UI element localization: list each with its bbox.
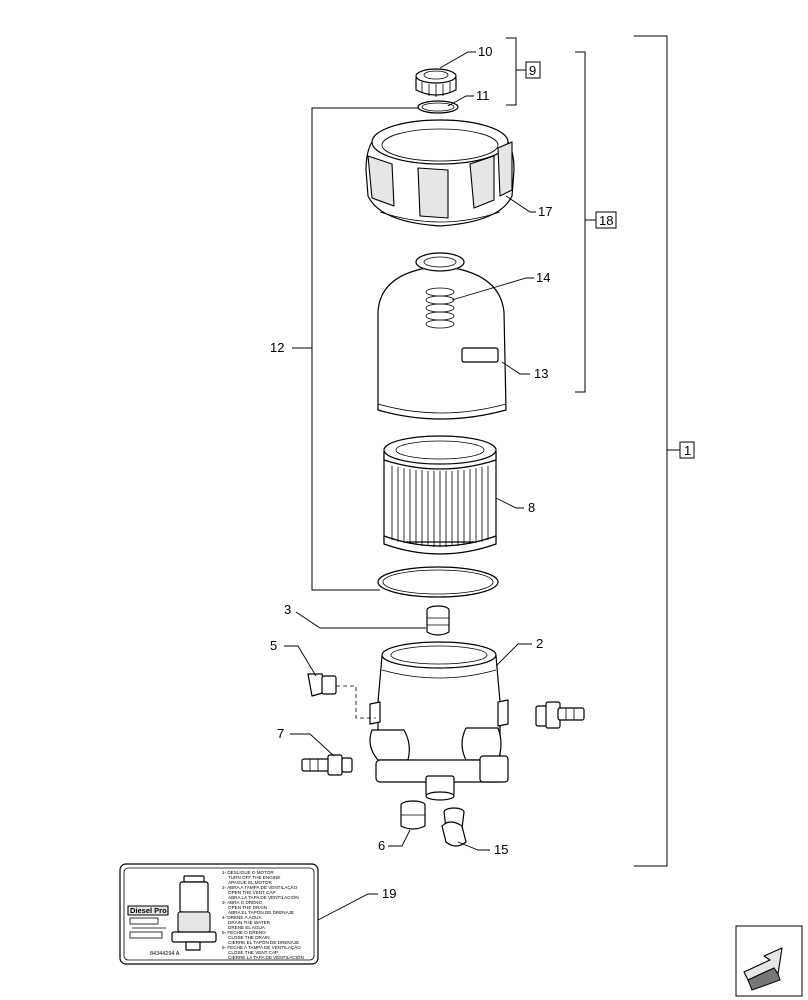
callout-2: 2 bbox=[536, 636, 543, 651]
callout-19: 19 bbox=[382, 886, 396, 901]
callout-5: 5 bbox=[270, 638, 277, 653]
boxed-callout-1: 1 bbox=[679, 441, 695, 459]
spring-part-14 bbox=[425, 287, 455, 329]
valve-part-3 bbox=[426, 605, 450, 636]
svg-text:TURN OFF THE ENGINE: TURN OFF THE ENGINE bbox=[228, 875, 281, 880]
svg-text:APAGUE EL MOTOR: APAGUE EL MOTOR bbox=[228, 880, 273, 885]
callout-10: 10 bbox=[478, 44, 492, 59]
callout-11: 11 bbox=[476, 88, 490, 103]
plug-part-5 bbox=[307, 673, 376, 719]
svg-text:OPEN THE DRAIN: OPEN THE DRAIN bbox=[228, 905, 267, 910]
callout-15: 15 bbox=[494, 842, 508, 857]
callout-13: 13 bbox=[534, 366, 548, 381]
right-fitting bbox=[535, 701, 585, 729]
callout-6: 6 bbox=[378, 838, 385, 853]
filter-bowl-part-13 bbox=[377, 252, 507, 420]
callout-numbers: 10 11 17 14 13 8 12 3 2 5 7 6 15 19 bbox=[270, 44, 552, 901]
decal-instructions: 1- DESLIGUE O MOTOR TURN OFF THE ENGINE … bbox=[222, 870, 304, 960]
svg-text:6- FECHE A TAMPA DE VENTILAÇÃ: 6- FECHE A TAMPA DE VENTILAÇÃO bbox=[222, 944, 301, 950]
large-o-ring bbox=[377, 566, 499, 598]
callout-17: 17 bbox=[538, 204, 552, 219]
svg-text:CLOSE THE DRAIN: CLOSE THE DRAIN bbox=[228, 935, 270, 940]
vent-cap-part-10 bbox=[415, 68, 457, 97]
svg-text:1- DESLIGUE O MOTOR: 1- DESLIGUE O MOTOR bbox=[222, 870, 274, 875]
callout-7: 7 bbox=[277, 726, 284, 741]
fitting-part-7 bbox=[301, 754, 353, 776]
svg-text:ABRA EL TAPÓN DE DRENAJE: ABRA EL TAPÓN DE DRENAJE bbox=[228, 909, 294, 915]
svg-text:5- FECHE O DRENO: 5- FECHE O DRENO bbox=[222, 930, 266, 935]
svg-text:4- DRENE A ÁGUA: 4- DRENE A ÁGUA bbox=[222, 914, 263, 920]
pleats bbox=[391, 466, 489, 547]
callout-14: 14 bbox=[536, 270, 550, 285]
filter-element-part-8 bbox=[383, 435, 497, 555]
callout-12: 12 bbox=[270, 340, 284, 355]
group-bracket-1 bbox=[634, 35, 680, 867]
leader-lines bbox=[284, 51, 536, 921]
collar-ring-part-17 bbox=[365, 119, 515, 227]
svg-text:DRENE EL AGUA: DRENE EL AGUA bbox=[228, 925, 266, 930]
group-bracket-12 bbox=[292, 107, 418, 591]
svg-text:CLOSE THE VENT CAP: CLOSE THE VENT CAP bbox=[228, 950, 278, 955]
svg-text:DRAIN THE WATER: DRAIN THE WATER bbox=[228, 920, 271, 925]
callout-3: 3 bbox=[284, 602, 291, 617]
svg-text:1: 1 bbox=[684, 443, 691, 458]
group-bracket-9 bbox=[506, 37, 526, 106]
o-ring-part-11 bbox=[417, 100, 459, 114]
group-bracket-18 bbox=[575, 51, 596, 393]
decal-filter-illustration bbox=[171, 875, 217, 951]
boxed-callout-18: 18 bbox=[595, 211, 617, 229]
svg-text:CIERRE LA TAPA DE VENTILACIÓN: CIERRE LA TAPA DE VENTILACIÓN bbox=[228, 954, 304, 960]
decal-brand-box bbox=[127, 905, 169, 916]
svg-text:CIERRE EL TAPÓN DE DRENAJE: CIERRE EL TAPÓN DE DRENAJE bbox=[228, 939, 299, 945]
label-decal-part-19: Diesel Pro 84344294 A 1- DESLIGUE O MOTO… bbox=[119, 863, 319, 965]
svg-text:18: 18 bbox=[599, 213, 613, 228]
svg-text:3- ABRA O DRENO: 3- ABRA O DRENO bbox=[222, 900, 263, 905]
decal-brand: Diesel Pro bbox=[130, 906, 167, 915]
svg-text:ABRA LA TAPA DE VENTILACIÓN: ABRA LA TAPA DE VENTILACIÓN bbox=[228, 894, 299, 900]
svg-text:2- ABRA A TAMPA DE VENTILAÇÃO: 2- ABRA A TAMPA DE VENTILAÇÃO bbox=[222, 884, 298, 890]
svg-text:9: 9 bbox=[529, 63, 536, 78]
filter-head-part-2 bbox=[369, 641, 509, 801]
sensor-part-15 bbox=[441, 807, 467, 847]
drain-part-6 bbox=[400, 800, 426, 830]
svg-text:OPEN THE VENT CAP: OPEN THE VENT CAP bbox=[228, 890, 276, 895]
callout-8: 8 bbox=[528, 500, 535, 515]
decal-part-code: 84344294 A bbox=[150, 951, 180, 957]
page-nav-arrow-icon[interactable] bbox=[735, 925, 803, 997]
boxed-callout-9: 9 bbox=[525, 61, 541, 79]
